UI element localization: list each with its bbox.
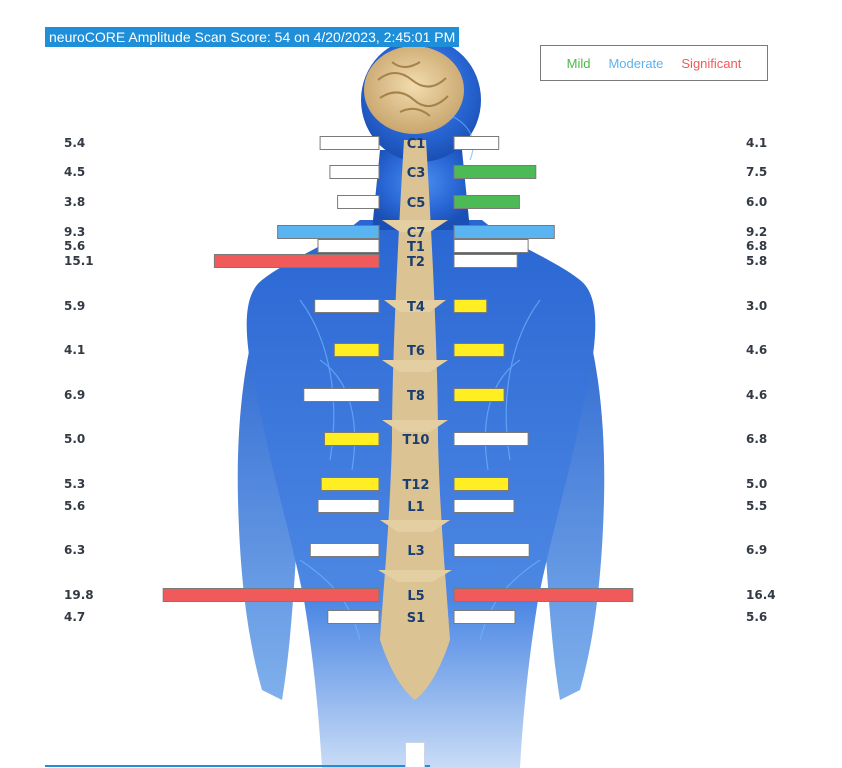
vertebra-label-t1: T1 — [407, 240, 425, 255]
bar-left-s1 — [327, 610, 380, 624]
bar-left-t6 — [333, 343, 380, 357]
value-right-t1: 6.8 — [746, 239, 768, 253]
bar-left-t10 — [324, 432, 380, 446]
bar-left-c7 — [277, 225, 380, 239]
vertebra-label-s1: S1 — [407, 611, 425, 626]
brain-folds — [377, 61, 449, 117]
bar-left-l1 — [317, 499, 380, 513]
value-right-c1: 4.1 — [746, 136, 768, 150]
value-left-c5: 3.8 — [64, 195, 86, 209]
value-right-l1: 5.5 — [746, 499, 768, 513]
value-right-t4: 3.0 — [746, 299, 768, 313]
bar-left-l3 — [309, 543, 380, 557]
value-left-t12: 5.3 — [64, 477, 86, 491]
vertebra-label-t2: T2 — [407, 255, 425, 270]
bottom-rule — [45, 765, 430, 767]
legend-significant: Significant — [681, 55, 742, 71]
vertebra-label-l1: L1 — [407, 500, 424, 515]
value-left-l1: 5.6 — [64, 499, 86, 513]
vertebra-label-t6: T6 — [407, 344, 425, 359]
bar-right-l3 — [453, 543, 530, 557]
bar-right-t4 — [453, 299, 488, 313]
vertebra-label-l3: L3 — [407, 544, 424, 559]
value-right-l5: 16.4 — [746, 588, 776, 602]
vertebra-label-l5: L5 — [407, 589, 424, 604]
value-left-s1: 4.7 — [64, 610, 86, 624]
legend-mild: Mild — [566, 55, 591, 71]
value-left-l3: 6.3 — [64, 543, 86, 557]
vertebra-label-t10: T10 — [403, 433, 430, 448]
value-left-t10: 5.0 — [64, 432, 86, 446]
vertebra-label-c3: C3 — [407, 166, 426, 181]
value-left-t1: 5.6 — [64, 239, 86, 253]
value-right-t2: 5.8 — [746, 254, 768, 268]
bar-group — [162, 136, 634, 624]
bar-left-c3 — [329, 165, 380, 179]
bar-left-t8 — [303, 388, 380, 402]
value-left-c7: 9.3 — [64, 225, 86, 239]
value-left-t2: 15.1 — [64, 254, 94, 268]
bar-right-t1 — [453, 239, 529, 253]
bar-left-t4 — [314, 299, 380, 313]
bar-left-c1 — [319, 136, 380, 150]
legend: Mild Moderate Significant — [540, 45, 768, 81]
value-right-c5: 6.0 — [746, 195, 768, 209]
value-right-t6: 4.6 — [746, 343, 768, 357]
veins — [299, 114, 541, 641]
bar-right-l1 — [453, 499, 515, 513]
vertebra-label-t12: T12 — [403, 478, 430, 493]
legend-moderate: Moderate — [608, 55, 664, 71]
bar-left-t1 — [317, 239, 380, 253]
bar-right-c7 — [453, 225, 555, 239]
bar-right-c1 — [453, 136, 500, 150]
value-left-t6: 4.1 — [64, 343, 86, 357]
bar-right-t12 — [453, 477, 509, 491]
page-title: neuroCORE Amplitude Scan Score: 54 on 4/… — [45, 27, 460, 47]
value-left-l5: 19.8 — [64, 588, 94, 602]
value-left-c3: 4.5 — [64, 165, 86, 179]
bottom-marker — [405, 742, 425, 768]
bar-left-t12 — [320, 477, 380, 491]
brain-icon — [364, 46, 464, 134]
vertebra-label-c1: C1 — [407, 137, 426, 152]
value-right-s1: 5.6 — [746, 610, 768, 624]
bar-right-c5 — [453, 195, 520, 209]
vertebra-label-t4: T4 — [407, 300, 425, 315]
value-right-c3: 7.5 — [746, 165, 768, 179]
value-right-t12: 5.0 — [746, 477, 768, 491]
bar-right-l5 — [453, 588, 634, 602]
value-left-c1: 5.4 — [64, 136, 86, 150]
bar-right-s1 — [453, 610, 516, 624]
vertebra-label-c7: C7 — [407, 226, 426, 241]
value-right-t10: 6.8 — [746, 432, 768, 446]
bar-right-c3 — [453, 165, 537, 179]
value-right-c7: 9.2 — [746, 225, 768, 239]
bar-left-c5 — [337, 195, 380, 209]
bar-right-t8 — [453, 388, 505, 402]
bar-right-t10 — [453, 432, 529, 446]
value-right-l3: 6.9 — [746, 543, 768, 557]
bar-left-l5 — [162, 588, 380, 602]
value-right-t8: 4.6 — [746, 388, 768, 402]
value-left-t8: 6.9 — [64, 388, 86, 402]
value-left-t4: 5.9 — [64, 299, 86, 313]
vertebra-processes — [378, 220, 452, 582]
bar-left-t2 — [213, 254, 380, 268]
vertebra-label-t8: T8 — [407, 389, 425, 404]
bar-right-t2 — [453, 254, 518, 268]
vertebra-label-c5: C5 — [407, 196, 426, 211]
bar-right-t6 — [453, 343, 505, 357]
